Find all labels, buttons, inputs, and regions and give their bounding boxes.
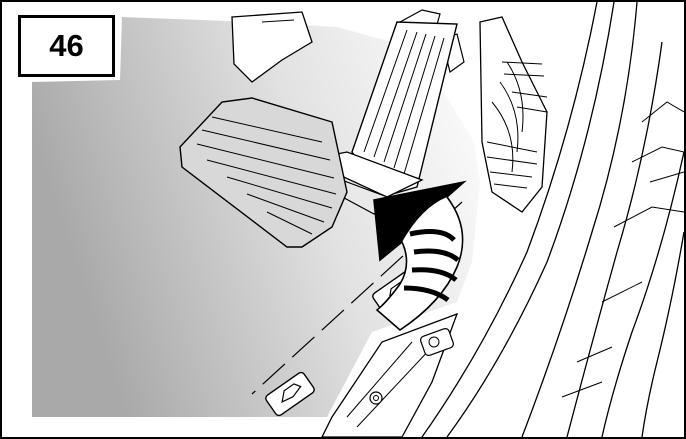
- step-number-label: 46: [49, 28, 83, 64]
- step-number-badge: 46: [18, 15, 115, 77]
